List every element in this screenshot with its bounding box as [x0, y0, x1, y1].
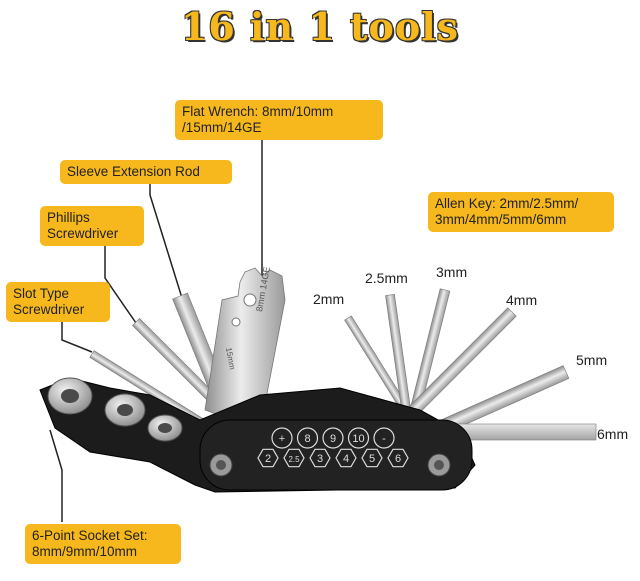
mark-circle	[347, 427, 370, 449]
svg-text:15mm: 15mm	[224, 347, 237, 371]
leader-sleeve-rod	[149, 182, 183, 299]
mark-label: 4	[343, 453, 349, 465]
leader-slot	[61, 318, 93, 353]
allen-size-5mm: 5mm	[576, 352, 608, 368]
label-socket-text: 6-Point Socket Set: 8mm/9mm/10mm	[32, 528, 148, 559]
label-socket: 6-Point Socket Set: 8mm/9mm/10mm	[25, 524, 181, 564]
mark-circle	[271, 427, 293, 449]
label-flat-wrench: Flat Wrench: 8mm/10mm /15mm/14GE	[175, 100, 383, 140]
mark-label: -	[382, 433, 386, 445]
mark-label: 10	[352, 433, 364, 445]
mark-label: 6	[395, 453, 401, 465]
flat-wrench: 8mm 14GE 15mm	[204, 266, 286, 431]
mark-hex	[335, 448, 357, 468]
allen-size-2mm: 2mm	[313, 291, 345, 307]
page-title: 16 in 1 tools	[180, 4, 460, 49]
mark-hex	[283, 448, 305, 468]
mark-label: 3	[317, 453, 323, 465]
label-phillips-text: Phillips Screwdriver	[47, 210, 119, 241]
label-sleeve-rod: Sleeve Extension Rod	[60, 160, 232, 184]
mark-hex	[257, 448, 279, 468]
label-allen: Allen Key: 2mm/2.5mm/ 3mm/4mm/5mm/6mm	[428, 192, 614, 232]
leader-phillips	[104, 242, 137, 324]
body-markings: +8 9 10 - 2 2.5 3 4 5 6	[257, 427, 409, 468]
mark-hex	[361, 448, 383, 468]
label-slot: Slot Type Screwdriver	[6, 282, 110, 322]
label-allen-text: Allen Key: 2mm/2.5mm/ 3mm/4mm/5mm/6mm	[435, 196, 579, 227]
label-flat-wrench-text: Flat Wrench: 8mm/10mm /15mm/14GE	[182, 104, 334, 135]
mark-label: +	[279, 433, 285, 445]
tool-body	[39, 377, 476, 493]
mark-circle	[373, 427, 395, 449]
label-sleeve-rod-text: Sleeve Extension Rod	[67, 164, 200, 179]
leader-lines	[49, 140, 263, 522]
mark-circle	[322, 427, 344, 449]
allen-size-2.5mm: 2.5mm	[365, 270, 408, 286]
allen-size-3mm: 3mm	[436, 264, 468, 280]
mark-circle	[296, 427, 319, 449]
allen-size-4mm: 4mm	[506, 292, 538, 308]
mark-hex	[387, 448, 409, 468]
mark-label: 2	[265, 453, 271, 465]
mark-label: 8	[304, 433, 310, 445]
mark-label: 9	[330, 433, 336, 445]
mark-hex	[309, 448, 331, 468]
mark-label: 5	[369, 453, 375, 465]
mark-label: 2.5	[288, 455, 300, 464]
leader-socket	[49, 429, 63, 522]
label-slot-text: Slot Type Screwdriver	[13, 286, 85, 317]
label-phillips: Phillips Screwdriver	[40, 206, 144, 246]
allen-size-6mm: 6mm	[597, 426, 629, 442]
